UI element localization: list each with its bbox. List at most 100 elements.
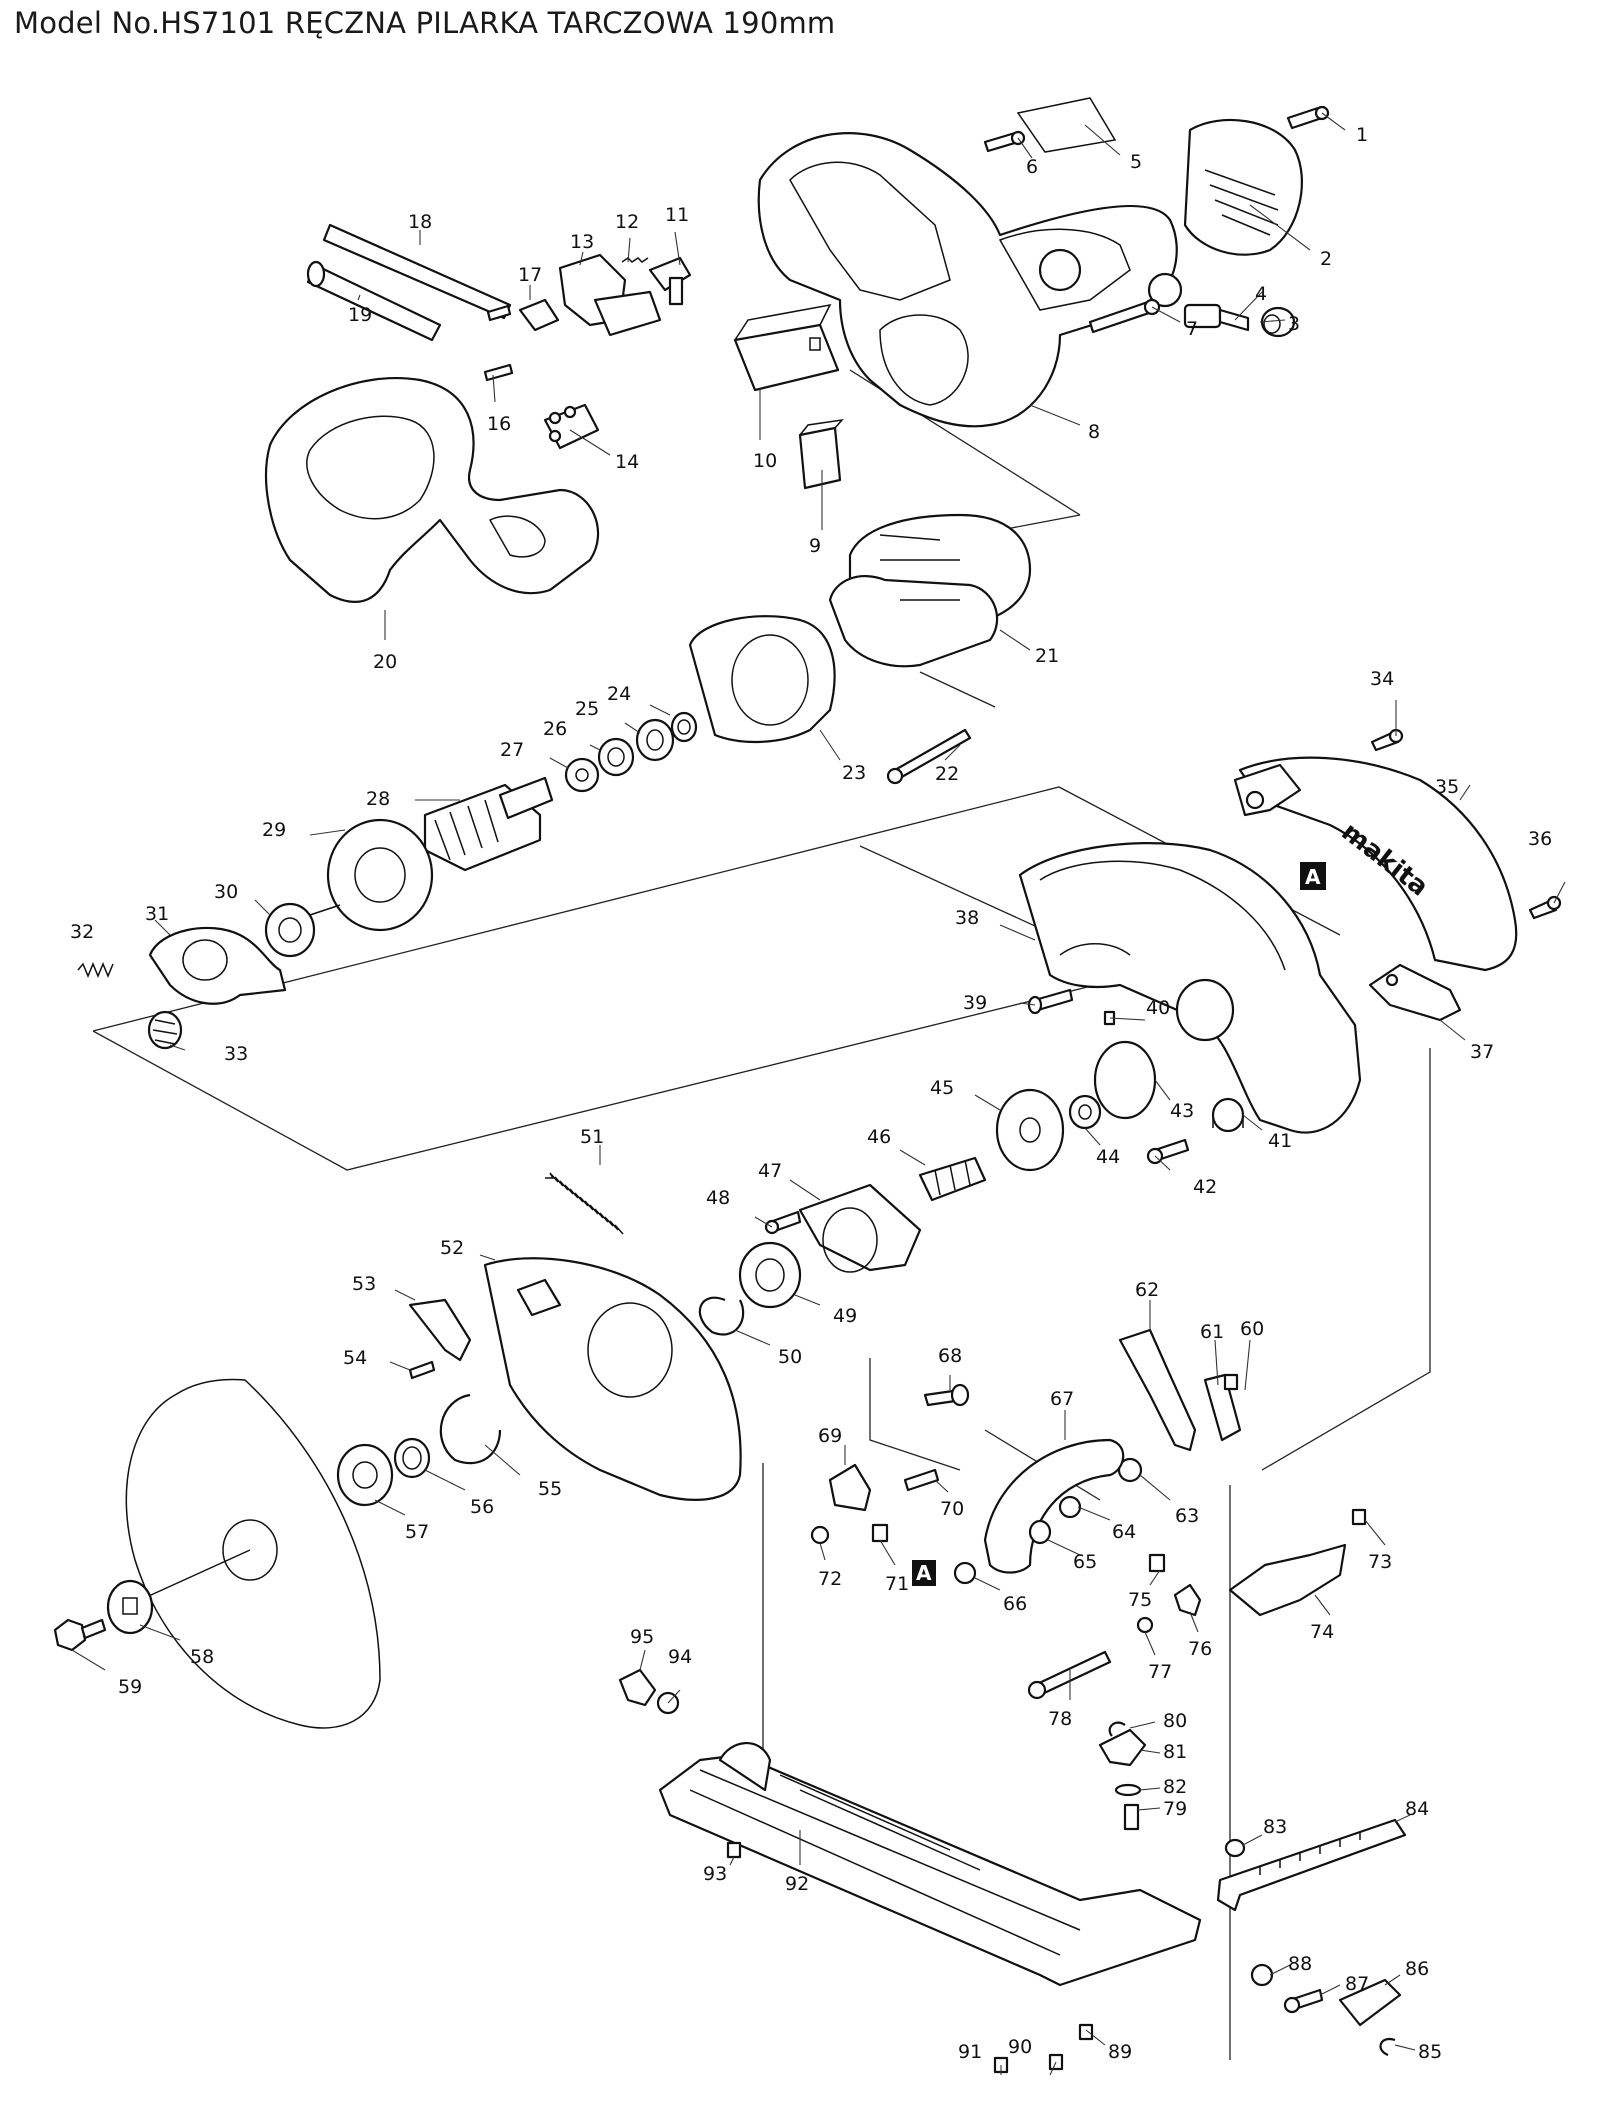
part-label: 18: [408, 211, 432, 233]
part-label: 73: [1368, 1551, 1392, 1573]
part-label: 53: [352, 1273, 376, 1295]
pin-90: [1078, 2023, 1094, 2041]
part-label: 37: [1470, 1041, 1494, 1063]
bracket-38: [1368, 963, 1462, 1022]
lower-guard-53: [483, 1257, 742, 1501]
part-label: 62: [1135, 1279, 1159, 1301]
part-label: 87: [1345, 1973, 1369, 1995]
bearing-27: [597, 737, 635, 777]
part-label: 78: [1048, 1708, 1072, 1730]
leader-lines: [71, 112, 1566, 2076]
o-ring-44: [1093, 1040, 1157, 1120]
pin-66: [1028, 1519, 1052, 1545]
screw-55: [408, 1360, 436, 1380]
part-label: 54: [343, 1347, 367, 1369]
brush-holder-4: [1183, 303, 1250, 332]
cam-82: [1098, 1728, 1147, 1767]
part-label: 69: [818, 1425, 842, 1447]
part-label: 42: [1193, 1176, 1217, 1198]
e-ring-81: [1108, 1721, 1126, 1737]
part-label: 61: [1200, 1321, 1224, 1343]
armature-29: [423, 776, 554, 872]
part-label: 28: [366, 788, 390, 810]
part-label: 88: [1288, 1953, 1312, 1975]
baffle-24: [688, 615, 836, 744]
screw-6: [983, 130, 1026, 153]
washer-67: [953, 1561, 977, 1585]
clamp-18: [486, 298, 560, 332]
part-label: 3: [1288, 313, 1300, 335]
screw-35: [1370, 728, 1404, 752]
screw-71: [903, 1468, 940, 1492]
part-label: 38: [955, 907, 979, 929]
part-label: 51: [580, 1126, 604, 1148]
part-label: 76: [1188, 1638, 1212, 1660]
part-label: 22: [935, 763, 959, 785]
part-label: 1: [1356, 124, 1368, 146]
part-label: 25: [575, 698, 599, 720]
pin-76: [1148, 1553, 1166, 1573]
screw-1: [1286, 105, 1330, 130]
rod-19-20: [306, 223, 512, 342]
cap-34: [147, 1010, 183, 1050]
part-label: 80: [1163, 1710, 1187, 1732]
gear-46: [995, 1088, 1065, 1172]
part-label: 31: [145, 903, 169, 925]
part-label: 68: [938, 1345, 962, 1367]
plate-62: [1203, 1373, 1242, 1442]
spring-52: [545, 1172, 624, 1235]
part-label: 48: [706, 1187, 730, 1209]
washer-28: [564, 757, 600, 793]
part-label: 81: [1163, 1741, 1187, 1763]
base-plate-93: [658, 1742, 1202, 1987]
bearing-50: [738, 1241, 802, 1309]
lever-54: [408, 1298, 472, 1362]
part-label: 66: [1003, 1593, 1027, 1615]
part-label: 93: [703, 1863, 727, 1885]
part-label: 70: [940, 1498, 964, 1520]
part-label: 83: [1263, 1816, 1287, 1838]
lever-63: [1118, 1328, 1197, 1452]
bearing-31: [264, 902, 316, 958]
e-ring-86: [1379, 2037, 1396, 2057]
part-label: 63: [1175, 1505, 1199, 1527]
screw-88: [1283, 1988, 1324, 2014]
wing-nut-77: [1173, 1583, 1202, 1617]
part-label: 43: [1170, 1100, 1194, 1122]
part-label: 79: [1163, 1798, 1187, 1820]
safety-cover-36: [1233, 756, 1518, 972]
part-label: 59: [118, 1676, 142, 1698]
nut-73: [810, 1525, 830, 1545]
part-label: 29: [262, 819, 286, 841]
part-label: 92: [785, 1873, 809, 1895]
bracket-70: [828, 1463, 872, 1512]
bushing-42: [1211, 1097, 1245, 1133]
part-label: 21: [1035, 645, 1059, 667]
part-label: 94: [668, 1646, 692, 1668]
part-number-labels: 1 2 3 4 5 6 7 8 9 10 11 12 13 14 16 17 1…: [70, 124, 1552, 2063]
blade-guard-39: [1018, 842, 1362, 1134]
part-label: 65: [1073, 1551, 1097, 1573]
part-label: 12: [615, 211, 639, 233]
part-label: 10: [753, 450, 777, 472]
motor-housing: [757, 132, 1183, 428]
hex-bolt-60: [53, 1618, 107, 1652]
part-label: 14: [615, 451, 639, 473]
part-label: 2: [1320, 248, 1332, 270]
part-label: 32: [70, 921, 94, 943]
pin-74: [1351, 1508, 1367, 1526]
pin-72: [871, 1523, 889, 1543]
part-label: 71: [885, 1573, 909, 1595]
bracket-75: [1228, 1543, 1347, 1617]
part-label: 35: [1435, 776, 1459, 798]
guide-68: [983, 1438, 1125, 1574]
part-label: 86: [1405, 1958, 1429, 1980]
bolt-79: [1027, 1650, 1112, 1700]
terminal-16: [543, 403, 600, 450]
part-label: 16: [487, 413, 511, 435]
part-label: 49: [833, 1305, 857, 1327]
part-label: 91: [958, 2041, 982, 2063]
part-label: 85: [1418, 2041, 1442, 2063]
bolt-43: [1146, 1138, 1190, 1165]
field-22: [828, 513, 1032, 668]
